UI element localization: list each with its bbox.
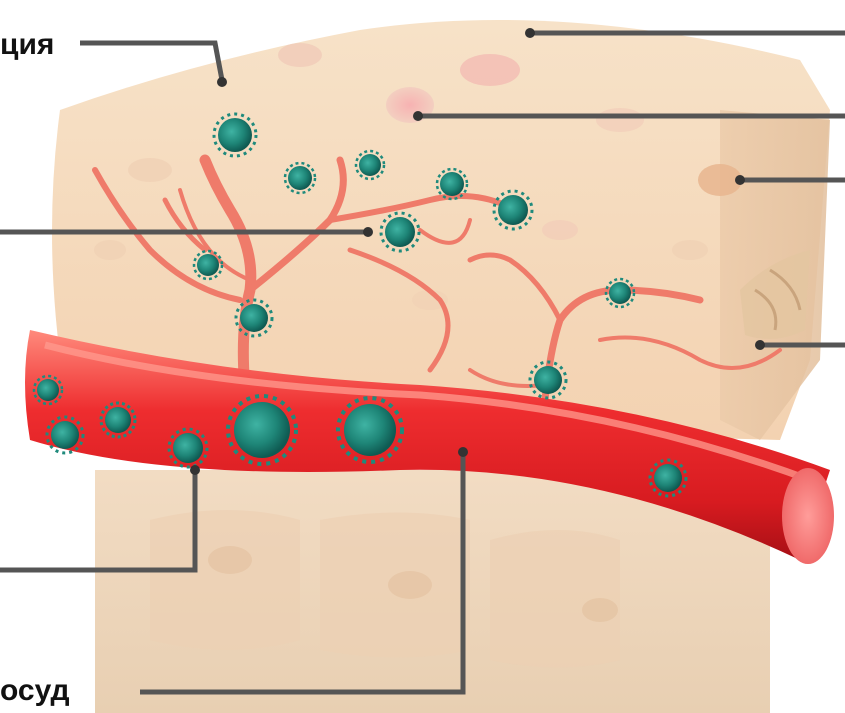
cell-icon [128,158,172,182]
cell-icon [460,54,520,86]
cell-icon [672,240,708,260]
virus-icon [47,417,83,453]
cell-icon [542,220,578,240]
cell-icon [596,108,644,132]
vessel-opening [782,468,834,564]
virus-icon [236,300,272,336]
cell-icon [278,43,322,67]
label-top-left: ция [0,30,60,60]
label-bottom-left: осуд [0,676,76,706]
cell-icon [94,240,126,260]
virus-icon [530,362,566,398]
virus-icon [650,460,686,496]
